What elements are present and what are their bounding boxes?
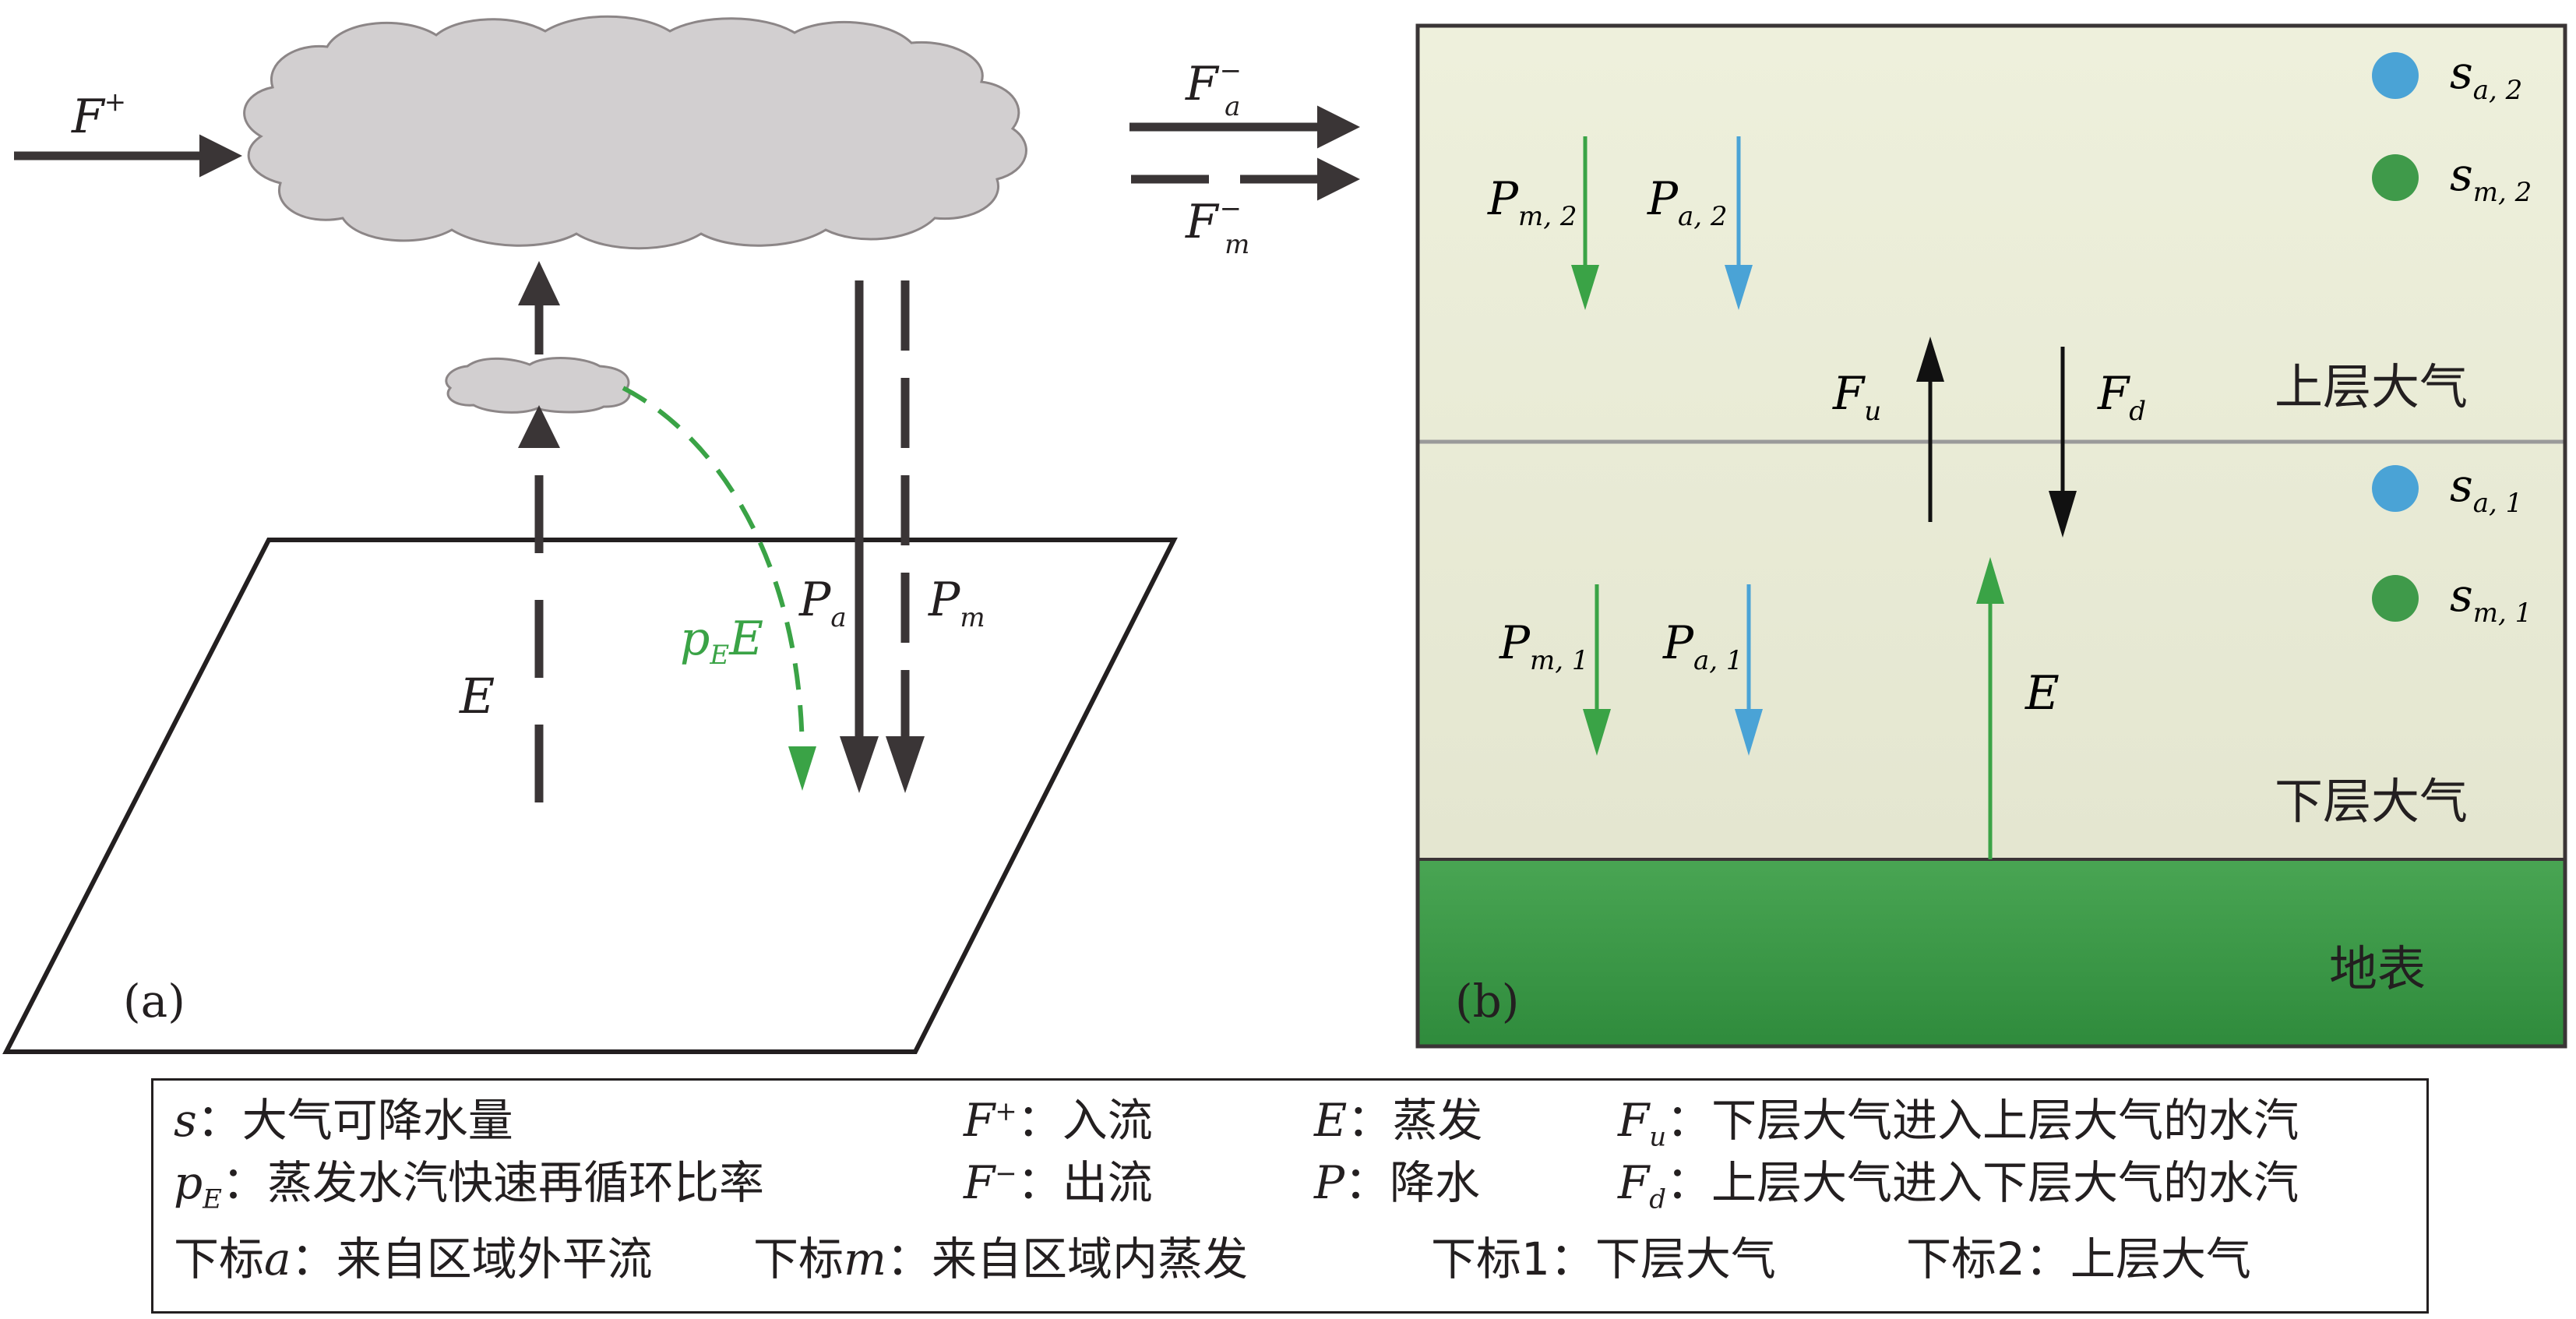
panel-a: F+ F−a F−m E pEE Pa Pm (a) bbox=[2, 15, 1360, 1054]
s-a2-label: sa, 2 bbox=[2450, 46, 2522, 106]
p-m1-label: Pm, 1 bbox=[1499, 616, 1589, 676]
p-a-label: Pa bbox=[798, 573, 847, 633]
p-a1-arrowhead bbox=[1735, 709, 1763, 756]
f-d-arrowhead bbox=[2049, 491, 2077, 538]
p-m-label: Pm bbox=[928, 573, 985, 633]
p-a2-arrowhead bbox=[1725, 265, 1753, 310]
s-m1-dot bbox=[2372, 575, 2419, 622]
e-label-a: E bbox=[459, 668, 495, 725]
pe-arrowhead bbox=[788, 746, 816, 791]
f-plus-label: F+ bbox=[71, 86, 126, 144]
p-a1-label: Pa, 1 bbox=[1662, 616, 1743, 676]
legend-e: E：蒸发 bbox=[1314, 1094, 1483, 1147]
legend-f-u: Fu：下层大气进入上层大气的水汽 bbox=[1618, 1094, 2299, 1153]
e-arrowhead-b bbox=[1976, 557, 2004, 604]
f-u-arrowhead bbox=[1916, 337, 1944, 382]
p-m2-label: Pm, 2 bbox=[1487, 172, 1577, 232]
legend-sub-a: 下标a：来自区域外平流 bbox=[174, 1233, 653, 1285]
legend-sub-2: 下标2：上层大气 bbox=[1906, 1233, 2251, 1285]
p-m-arrowhead bbox=[886, 736, 925, 793]
upper-layer-label: 上层大气 bbox=[2275, 358, 2468, 415]
panel-b-frame bbox=[1415, 23, 2567, 1049]
e-label-b: E bbox=[2025, 666, 2060, 721]
legend-pe: pE：蒸发水汽快速再循环比率 bbox=[174, 1156, 764, 1215]
panel-b-label: (b) bbox=[1455, 975, 1519, 1028]
p-a2-label: Pa, 2 bbox=[1647, 172, 1728, 232]
e-arrowhead-upper bbox=[518, 261, 560, 305]
legend-box: s：大气可降水量 pE：蒸发水汽快速再循环比率 F+：入流 F−：出流 E：蒸发… bbox=[151, 1078, 2429, 1314]
lower-layer-label: 下层大气 bbox=[2275, 773, 2468, 830]
surface-label: 地表 bbox=[2329, 940, 2426, 997]
s-m1-label: sm, 1 bbox=[2450, 569, 2532, 629]
legend-s: s：大气可降水量 bbox=[174, 1094, 513, 1147]
pe-e-label: pEE bbox=[680, 612, 763, 671]
e-arrowhead-lower bbox=[518, 405, 560, 448]
f-m-minus-label: F−m bbox=[1185, 193, 1249, 260]
ground-plane bbox=[2, 538, 1178, 1054]
s-m2-dot bbox=[2372, 154, 2419, 201]
big-cloud bbox=[243, 15, 1027, 250]
f-a-minus-label: F−a bbox=[1185, 55, 1242, 122]
surface-layer bbox=[1418, 859, 2565, 1046]
panel-a-label: (a) bbox=[123, 975, 185, 1028]
s-m2-label: sm, 2 bbox=[2450, 148, 2532, 208]
legend-f-minus: F−：出流 bbox=[964, 1156, 1153, 1209]
s-a1-dot bbox=[2372, 465, 2419, 512]
f-d-label: Fd bbox=[2097, 367, 2146, 427]
p-m2-arrowhead bbox=[1571, 265, 1599, 310]
small-cloud bbox=[445, 357, 631, 414]
f-u-label: Fu bbox=[1832, 367, 1881, 427]
s-a1-label: sa, 1 bbox=[2450, 459, 2522, 519]
p-a-arrowhead bbox=[840, 736, 879, 793]
legend-sub-1: 下标1：下层大气 bbox=[1431, 1233, 1776, 1285]
legend-f-d: Fd：上层大气进入下层大气的水汽 bbox=[1618, 1156, 2299, 1215]
p-m1-arrowhead bbox=[1583, 709, 1611, 756]
panel-b: sa, 2 sm, 2 sa, 1 sm, 1 Pm, 2 Pa, 2 Pm, … bbox=[1415, 23, 2567, 1049]
legend-p: P：降水 bbox=[1314, 1156, 1481, 1209]
pe-recycle-curve bbox=[622, 386, 805, 760]
s-a2-dot bbox=[2372, 52, 2419, 99]
legend-sub-m: 下标m：来自区域内蒸发 bbox=[753, 1233, 1249, 1285]
legend-f-plus: F+：入流 bbox=[964, 1094, 1153, 1147]
